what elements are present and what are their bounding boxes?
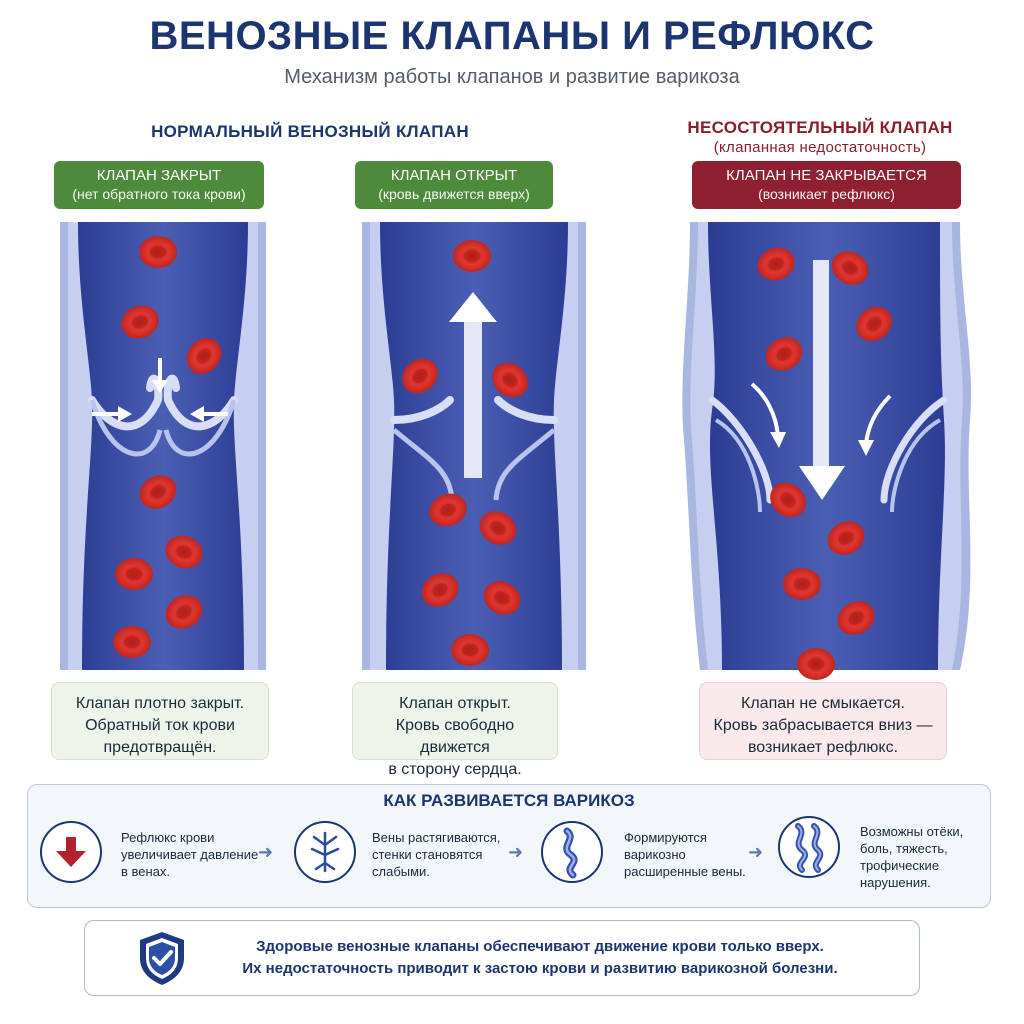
valve-closed-tag-sub: (нет обратного тока крови) xyxy=(72,186,246,202)
step-line: Возможны отёки, xyxy=(860,824,964,839)
open-valve-panel xyxy=(362,222,586,670)
step-line: Вены растягиваются, xyxy=(372,830,501,845)
caption-line: Клапан плотно закрыт. xyxy=(75,695,245,712)
step-line: варикозно xyxy=(624,847,686,862)
faulty-valve-heading: НЕСОСТОЯТЕЛЬНЫЙ КЛАПАН (клапанная недост… xyxy=(680,118,960,158)
faulty-valve-subtitle: (клапанная недостаточность) xyxy=(713,139,927,156)
valve-fail-tag-title: КЛАПАН НЕ ЗАКРЫВАЕТСЯ xyxy=(726,167,927,184)
closed-valve-panel xyxy=(60,222,266,670)
step-line: расширенные вены. xyxy=(624,864,746,879)
varicose-vein-icon xyxy=(541,821,603,883)
step-line: стенки становятся xyxy=(372,847,483,862)
down-arrow-icon xyxy=(40,821,102,883)
varicose-process-title: КАК РАЗВИВАЕТСЯ ВАРИКОЗ xyxy=(383,791,635,810)
caption-line: Клапан не смыкается. xyxy=(741,695,905,712)
varicose-process-panel xyxy=(27,784,991,908)
caption-line: Кровь свободно движется xyxy=(395,717,515,756)
valve-closed-tag-title: КЛАПАН ЗАКРЫТ xyxy=(96,167,222,184)
summary-line: Их недостаточность приводит к застою кро… xyxy=(242,960,838,977)
caption-line: Кровь забрасывается вниз — xyxy=(713,717,933,734)
step-line: слабыми. xyxy=(372,864,430,879)
step-arrow-icon: ➜ xyxy=(748,842,764,862)
step-line: увеличивает давление xyxy=(121,847,259,862)
step-3-text: Формируются варикозно расширенные вены. xyxy=(624,829,764,880)
valve-open-tag-sub: (кровь движется вверх) xyxy=(378,186,530,202)
step-line: нарушения. xyxy=(860,875,931,890)
upward-flow-arrow xyxy=(449,292,497,478)
step-arrow-icon: ➜ xyxy=(258,842,274,862)
step-1-text: Рефлюкс крови увеличивает давление в вен… xyxy=(121,829,261,880)
caption-line: в сторону сердца. xyxy=(388,761,522,778)
valve-fail-caption: Клапан не смыкается. Кровь забрасывается… xyxy=(699,682,947,760)
step-line: в венах. xyxy=(121,864,171,879)
valve-open-tag-title: КЛАПАН ОТКРЫТ xyxy=(390,167,518,184)
failing-valve-panel xyxy=(682,222,972,680)
valve-open-tag: КЛАПАН ОТКРЫТ (кровь движется вверх) xyxy=(355,161,553,209)
step-2-text: Вены растягиваются, стенки становятся сл… xyxy=(372,829,512,880)
shield-check-icon xyxy=(134,928,190,993)
caption-line: Клапан открыт. xyxy=(399,695,511,712)
vein-branch-icon xyxy=(294,821,356,883)
step-line: Формируются xyxy=(624,830,707,845)
valve-closed-caption: Клапан плотно закрыт. Обратный ток крови… xyxy=(51,682,269,760)
page-subtitle: Механизм работы клапанов и развитие вари… xyxy=(284,66,740,88)
normal-valve-heading: НОРМАЛЬНЫЙ ВЕНОЗНЫЙ КЛАПАН xyxy=(151,122,469,141)
step-line: Рефлюкс крови xyxy=(121,830,215,845)
summary-line: Здоровые венозные клапаны обеспечивают д… xyxy=(256,938,824,955)
step-arrow-icon: ➜ xyxy=(508,842,524,862)
caption-line: возникает рефлюкс. xyxy=(747,739,899,756)
summary-panel xyxy=(84,920,920,996)
faulty-valve-title: НЕСОСТОЯТЕЛЬНЫЙ КЛАПАН xyxy=(687,118,953,137)
step-line: боль, тяжесть, xyxy=(860,841,948,856)
closed-valve-arrows xyxy=(92,358,228,422)
valve-fail-tag: КЛАПАН НЕ ЗАКРЫВАЕТСЯ (возникает рефлюкс… xyxy=(692,161,961,209)
caption-line: предотвращён. xyxy=(103,739,217,756)
step-4-text: Возможны отёки, боль, тяжесть, трофическ… xyxy=(860,823,980,891)
step-line: трофические xyxy=(860,858,940,873)
valve-fail-tag-sub: (возникает рефлюкс) xyxy=(758,186,895,202)
reflux-arrows xyxy=(750,260,892,500)
valve-open-caption: Клапан открыт. Кровь свободно движется в… xyxy=(352,682,558,778)
page-title: ВЕНОЗНЫЕ КЛАПАНЫ И РЕФЛЮКС xyxy=(149,14,875,58)
summary-text: Здоровые венозные клапаны обеспечивают д… xyxy=(200,936,880,980)
valve-closed-tag: КЛАПАН ЗАКРЫТ (нет обратного тока крови) xyxy=(54,161,264,209)
caption-line: Обратный ток крови xyxy=(85,717,235,734)
swollen-veins-icon xyxy=(778,816,840,878)
